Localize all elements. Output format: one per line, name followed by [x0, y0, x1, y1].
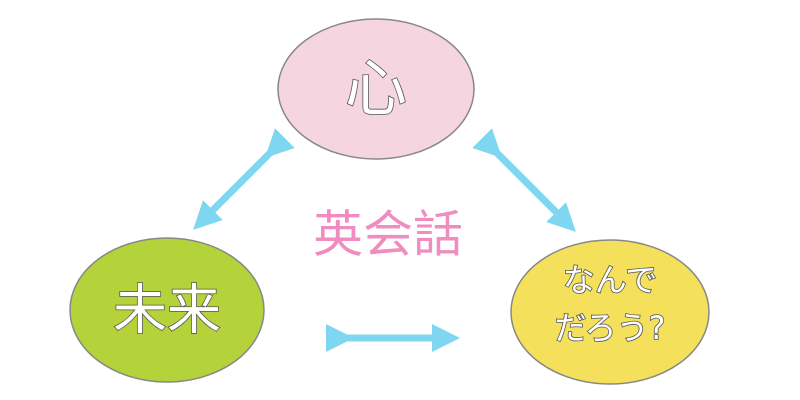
node-heart-label: 心	[345, 52, 407, 125]
node-future: 未来	[69, 237, 265, 383]
arrow-heart-future	[193, 128, 295, 230]
node-question-line1: なんで	[563, 261, 657, 299]
node-heart: 心	[277, 18, 475, 160]
center-label: 英会話	[313, 206, 463, 264]
node-question: なんで だろう?	[510, 239, 710, 385]
arrow-heart-question	[472, 128, 576, 232]
node-future-label: 未来	[113, 279, 221, 342]
node-question-line2: だろう?	[554, 309, 665, 347]
